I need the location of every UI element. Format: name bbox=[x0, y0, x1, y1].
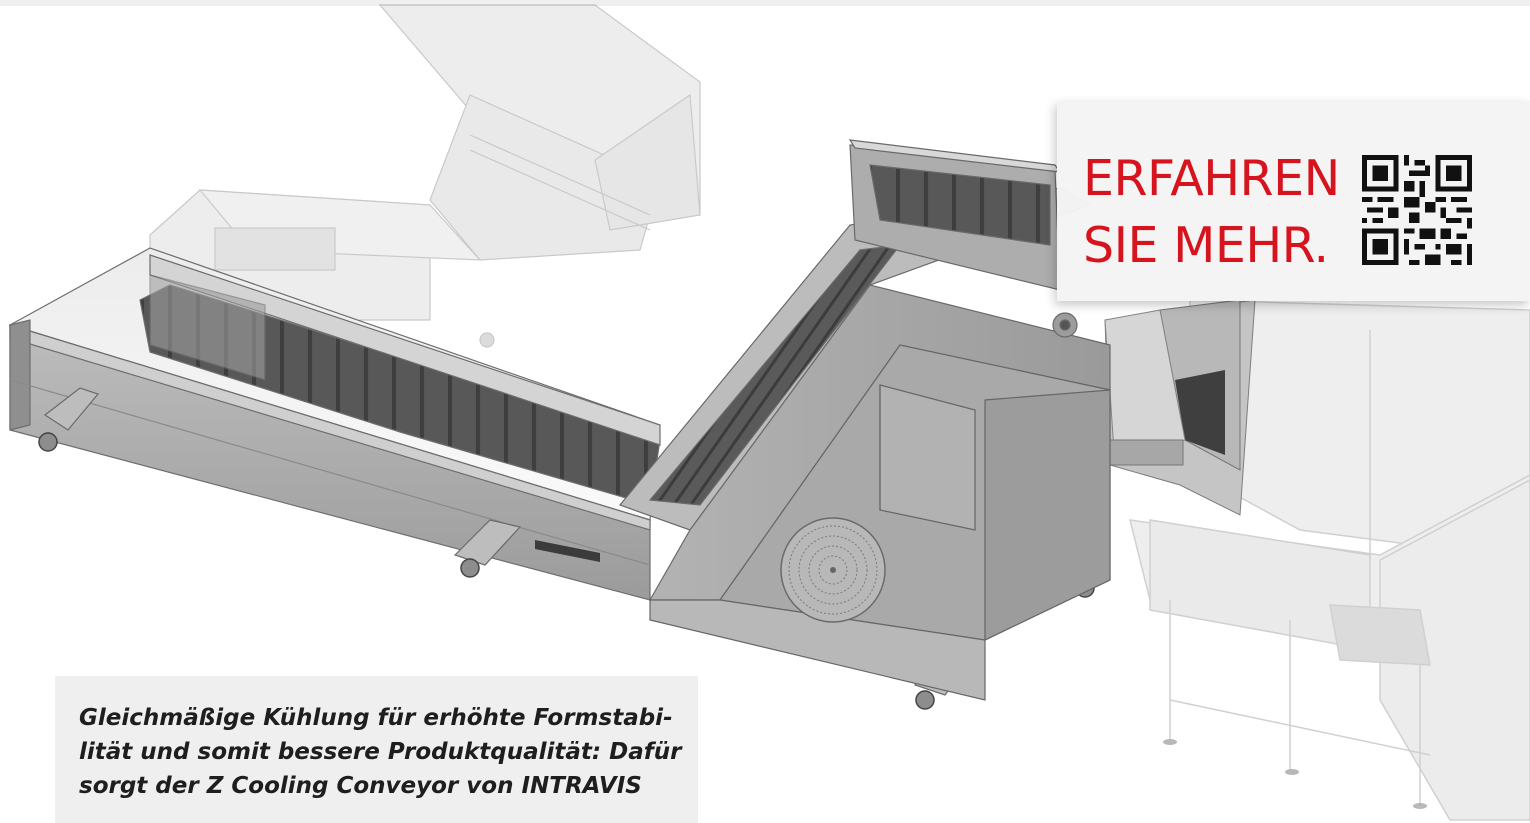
background-table-right bbox=[1129, 299, 1530, 821]
caption-line-2: lität und somit bessere Produktqualität:… bbox=[79, 739, 682, 765]
caption-line-3: sorgt der Z Cooling Conveyor von INTRAVI… bbox=[79, 773, 642, 799]
inclined-conveyor bbox=[618, 139, 1111, 601]
learn-more-callout[interactable]: ERFAHREN SIE MEHR. bbox=[1057, 101, 1530, 301]
image-caption: Gleichmäßige Kühlung für erhöhte Formsta… bbox=[55, 676, 698, 823]
horizontal-conveyor bbox=[8, 247, 661, 601]
discharge-chute bbox=[1104, 299, 1256, 516]
cta-line-1: ERFAHREN bbox=[1083, 150, 1340, 207]
table-feet bbox=[1163, 739, 1427, 809]
qr-code-icon[interactable] bbox=[1362, 155, 1472, 265]
caption-line-1: Gleichmäßige Kühlung für erhöhte Formsta… bbox=[79, 705, 673, 731]
cta-line-2: SIE MEHR. bbox=[1083, 217, 1329, 274]
fan-grille-icon bbox=[780, 517, 886, 623]
